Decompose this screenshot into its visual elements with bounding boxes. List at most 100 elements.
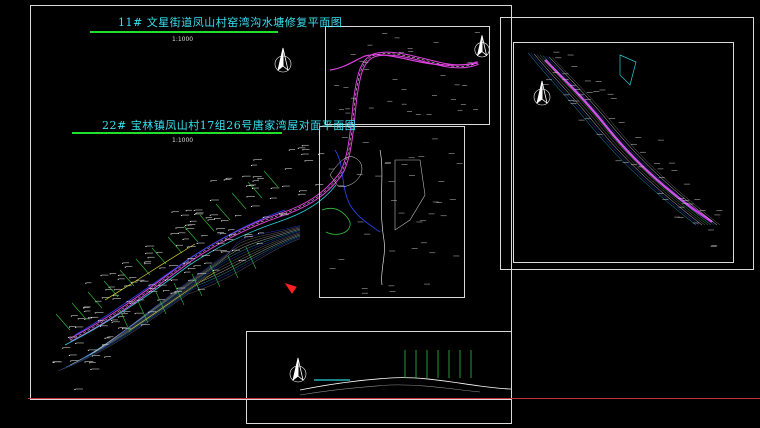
survey-point [88, 317, 90, 319]
survey-point [163, 290, 165, 292]
survey-point [69, 326, 71, 328]
north-arrow-icon-right [541, 80, 548, 105]
title-mid: 22# 宝林镇凤山村17组26号唐家湾屋对面平面图 [102, 119, 357, 132]
survey-point [97, 320, 99, 322]
cross-section-line [209, 264, 221, 288]
cross-section-line [173, 282, 185, 306]
survey-point [68, 354, 70, 356]
north-arrow-icon-ring [274, 55, 292, 73]
scale-top: 1:1000 [172, 36, 194, 43]
sheet-frame-right [500, 17, 754, 270]
survey-point [301, 154, 303, 156]
survey-point [217, 232, 219, 234]
survey-point [75, 326, 77, 328]
cross-section-line [263, 170, 279, 188]
survey-point [111, 319, 113, 321]
cross-section-line [71, 302, 87, 320]
survey-point [244, 234, 246, 236]
road-main-centerline [69, 53, 479, 341]
survey-point [89, 362, 91, 364]
survey-point [87, 349, 89, 351]
contour-line-right [530, 53, 700, 226]
survey-point [235, 215, 237, 217]
survey-point [246, 196, 248, 198]
survey-point [148, 284, 150, 286]
survey-point [225, 239, 227, 241]
sheet-frame-inset-mid [319, 126, 465, 298]
survey-point [209, 214, 211, 216]
survey-point [187, 258, 189, 260]
survey-point [185, 228, 187, 230]
survey-point [100, 325, 102, 327]
survey-point [197, 289, 199, 291]
survey-point [90, 368, 92, 370]
contour-line-right [539, 54, 709, 226]
sheet-frame-right-inner [513, 42, 734, 263]
cross-section-line [247, 181, 263, 199]
contour-line-mid [101, 225, 301, 350]
survey-point [84, 311, 86, 313]
cross-section-line [183, 225, 199, 243]
survey-point [318, 153, 320, 155]
survey-point [169, 265, 171, 267]
survey-point [111, 321, 113, 323]
survey-point [186, 246, 188, 248]
contour-line-mid [73, 233, 301, 364]
pond-outline [394, 159, 426, 231]
survey-point [77, 318, 79, 320]
survey-point [196, 243, 198, 245]
contour-line-right [536, 54, 706, 226]
survey-point [91, 355, 93, 357]
north-arrow-icon-right [282, 47, 289, 72]
survey-point [83, 306, 85, 308]
survey-point [158, 285, 160, 287]
contour-line-right [551, 57, 721, 226]
survey-point [207, 219, 209, 221]
cross-section-line [191, 273, 203, 297]
survey-point [253, 159, 255, 161]
north-arrow-icon-right [481, 35, 488, 57]
profile-line-ground [299, 384, 481, 396]
contour-line-mid [65, 235, 301, 368]
survey-point [148, 311, 150, 313]
sheet-frame-bottom [246, 331, 512, 424]
survey-point [129, 277, 131, 279]
survey-point [74, 388, 76, 390]
survey-point [171, 211, 173, 213]
survey-point [257, 178, 259, 180]
pond-inner [329, 156, 363, 187]
survey-point [170, 233, 172, 235]
survey-point [304, 160, 306, 162]
cross-section-line [103, 280, 119, 298]
survey-point [176, 288, 178, 290]
survey-point [201, 255, 203, 257]
survey-point [171, 279, 173, 281]
green-patch [321, 207, 351, 235]
survey-point [183, 262, 185, 264]
survey-point [62, 347, 64, 349]
survey-point [108, 286, 110, 288]
survey-point [252, 180, 254, 182]
building-outline [379, 149, 385, 286]
cross-section-line [135, 258, 151, 276]
cross-section-line [119, 309, 131, 333]
title-mid-underline [72, 132, 282, 134]
survey-point [118, 327, 120, 329]
contour-line-right [533, 53, 703, 226]
survey-point [195, 212, 197, 214]
survey-point [280, 214, 282, 216]
contour-line-right [548, 56, 718, 226]
survey-point [301, 145, 303, 147]
survey-point [148, 291, 150, 293]
survey-point [201, 235, 203, 237]
survey-point [164, 279, 166, 281]
survey-point [175, 227, 177, 229]
survey-point [145, 246, 147, 248]
survey-point [223, 179, 225, 181]
survey-point [118, 316, 120, 318]
survey-point [189, 221, 191, 223]
survey-point [212, 250, 214, 252]
survey-point [217, 243, 219, 245]
sheet-frame-main [30, 5, 512, 400]
